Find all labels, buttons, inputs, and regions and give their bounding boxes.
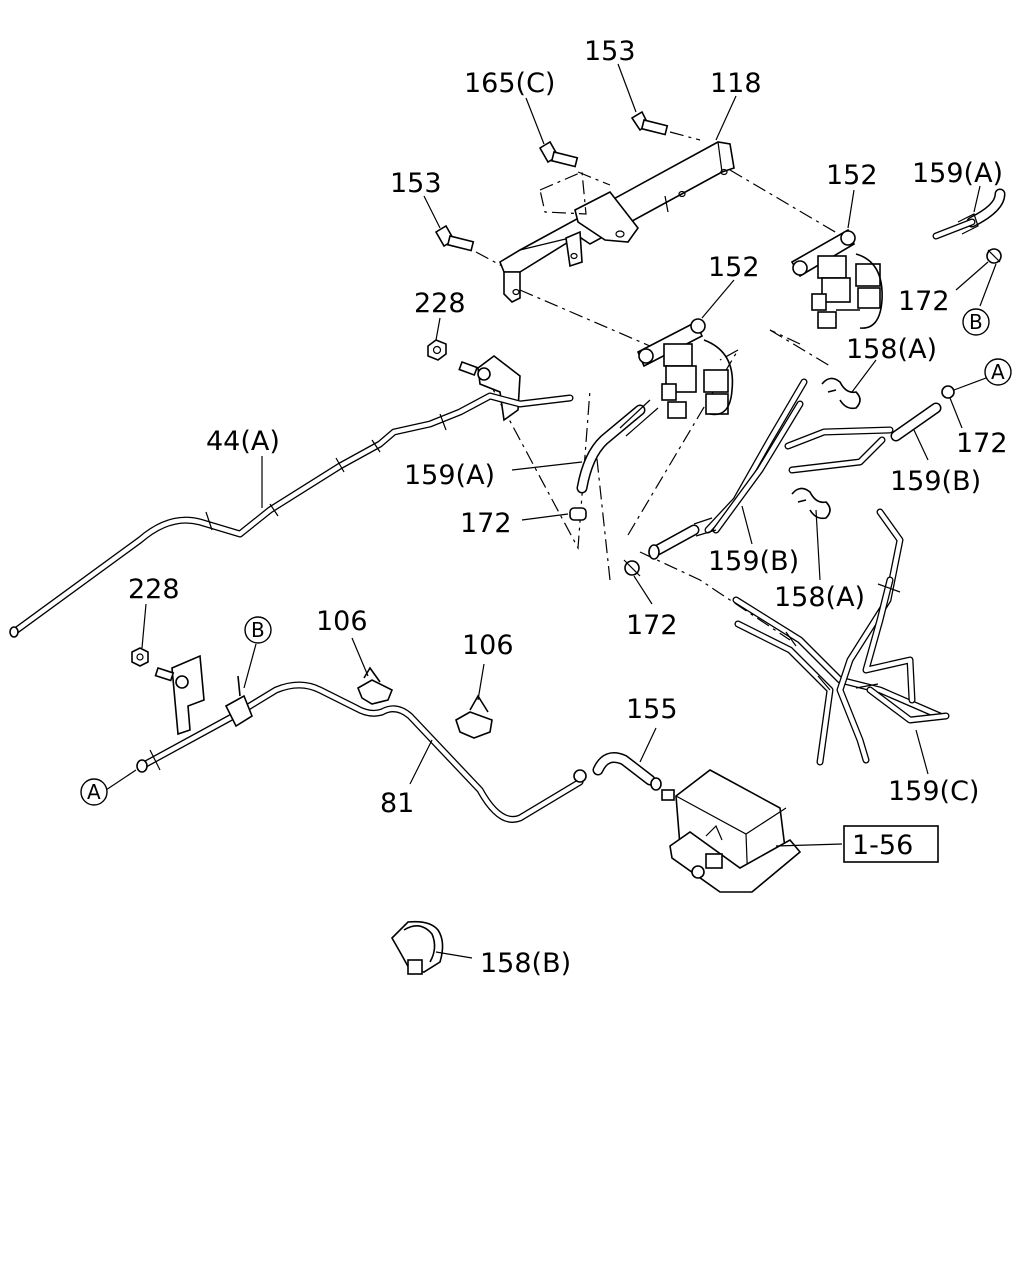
callout-152-right: 152 — [826, 160, 878, 191]
callout-228-low: 228 — [128, 574, 180, 605]
clamp-172-mid — [569, 507, 587, 521]
callout-172-low: 172 — [626, 610, 678, 641]
callout-159a-top: 159(A) — [912, 158, 1003, 189]
callout-118: 118 — [710, 68, 762, 99]
callout-172-right: 172 — [956, 428, 1008, 459]
callout-81: 81 — [380, 788, 414, 819]
callout-153-left: 153 — [390, 168, 442, 199]
callout-106-left: 106 — [316, 606, 368, 637]
clamp-158b — [391, 920, 444, 975]
hose-159b-right — [784, 385, 955, 474]
bolt-165c — [538, 140, 579, 168]
bracket-118 — [499, 141, 735, 303]
bolt-153-top — [630, 110, 669, 136]
bolt-153-left — [434, 224, 475, 252]
callout-159b-right: 159(B) — [890, 466, 981, 497]
leader-lines — [105, 63, 997, 959]
connector-a-left: A — [80, 778, 108, 806]
valve-assembly-152-right — [790, 228, 883, 329]
pipe-81 — [136, 675, 587, 823]
clamp-158a-upper — [821, 377, 861, 410]
callout-106-right: 106 — [462, 630, 514, 661]
callout-228-top: 228 — [414, 288, 466, 319]
callout-172-mid: 172 — [460, 508, 512, 539]
callout-158a-lower: 158(A) — [774, 582, 865, 613]
clamp-158a-lower — [791, 487, 831, 520]
callout-172-topright: 172 — [898, 286, 950, 317]
callout-158a-upper: 158(A) — [846, 334, 937, 365]
clamp-172-low — [623, 559, 641, 577]
clip-106-left — [356, 666, 394, 705]
callout-44a: 44(A) — [206, 426, 280, 457]
callout-153-top: 153 — [584, 36, 636, 67]
callout-159a-mid: 159(A) — [404, 460, 495, 491]
nut-228-top — [427, 339, 447, 361]
svg-text:B: B — [969, 310, 983, 334]
hose-159a-mid — [576, 399, 659, 494]
pipe-bracket — [131, 647, 205, 736]
connector-b-right: B — [962, 308, 990, 336]
callout-152-mid: 152 — [708, 252, 760, 283]
connector-b-left: B — [244, 616, 272, 644]
svg-text:B: B — [251, 618, 265, 642]
hose-bundle-159b — [648, 378, 808, 560]
hose-159a-top — [932, 188, 1006, 240]
callout-165c: 165(C) — [464, 68, 555, 99]
connector-a-right: A — [984, 358, 1012, 386]
hose-44a — [9, 392, 574, 638]
hose-155 — [592, 752, 675, 801]
svg-text:A: A — [991, 360, 1005, 384]
canister-1-56 — [669, 769, 802, 893]
reference-box: 1-56 — [843, 825, 939, 863]
hose-bundle-159c — [732, 508, 950, 766]
callout-155: 155 — [626, 694, 678, 725]
clip-106-right — [455, 694, 493, 739]
reference-box-label: 1-56 — [852, 830, 913, 861]
clamp-172-topright — [986, 248, 1002, 264]
svg-text:A: A — [87, 780, 101, 804]
callout-159c: 159(C) — [888, 776, 979, 807]
callout-159b-mid: 159(B) — [708, 546, 799, 577]
callout-158b: 158(B) — [480, 948, 571, 979]
valve-assembly-152-mid — [636, 318, 734, 419]
